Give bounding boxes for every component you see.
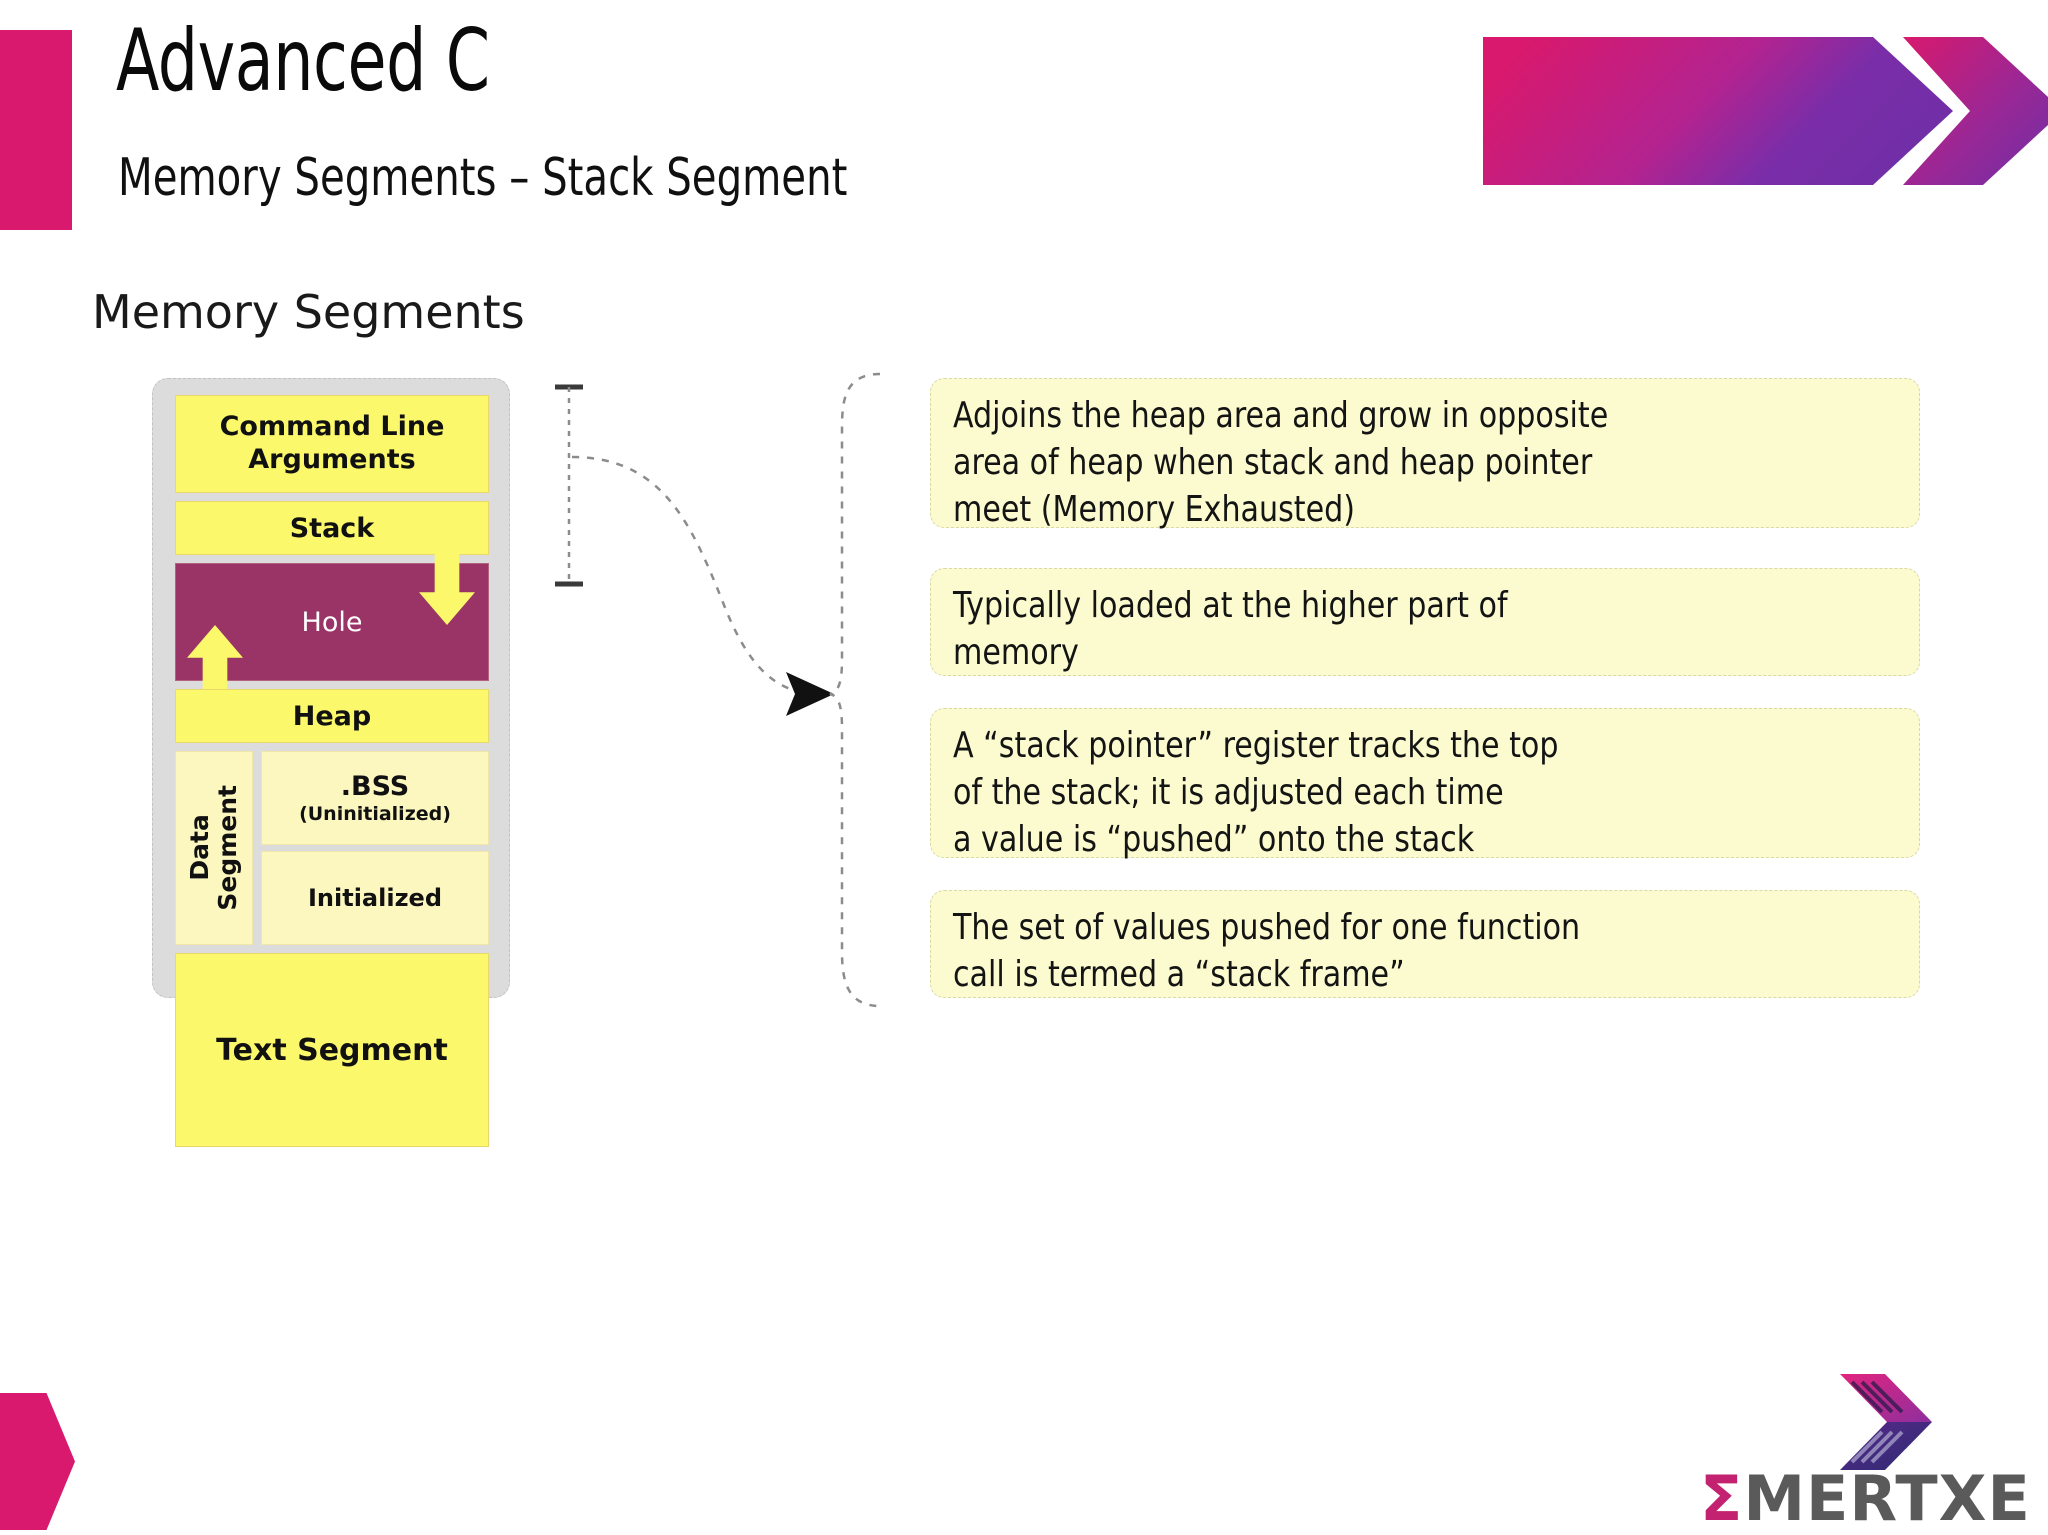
memory-diagram-container: Command Line Arguments Stack Hole Heap D… bbox=[152, 378, 510, 1147]
segment-command-line-arguments: Command Line Arguments bbox=[175, 395, 489, 493]
segment-heap: Heap bbox=[175, 689, 489, 743]
callout-text-3: A “stack pointer” register tracks the to… bbox=[953, 725, 1559, 860]
callout-box-3: A “stack pointer” register tracks the to… bbox=[930, 708, 1920, 860]
segment-stack: Stack bbox=[175, 501, 489, 555]
emertxe-sigma-mark: Σ bbox=[1700, 1462, 1744, 1535]
header-banner-arrow bbox=[1483, 37, 2048, 185]
callouts-brace bbox=[829, 372, 881, 1008]
callout-arrowhead bbox=[786, 672, 834, 716]
segment-bss-sublabel: (Uninitialized) bbox=[299, 802, 451, 825]
segment-bss-label: .BSS bbox=[340, 770, 410, 802]
callout-box-2: Typically loaded at the higher part of m… bbox=[930, 568, 1920, 676]
segment-text-segment-label: Text Segment bbox=[216, 1032, 448, 1068]
emertxe-name: MERTXE bbox=[1743, 1462, 2031, 1535]
segment-heap-label: Heap bbox=[292, 700, 372, 732]
page-title: Advanced C bbox=[116, 11, 490, 111]
segment-initialized: Initialized bbox=[261, 851, 489, 945]
callout-text-2: Typically loaded at the higher part of m… bbox=[953, 585, 1508, 673]
section-heading: Memory Segments bbox=[92, 285, 525, 339]
segment-command-line-arguments-label: Command Line Arguments bbox=[219, 411, 445, 475]
emertxe-chevron-logo-icon bbox=[1840, 1374, 1932, 1470]
segment-stack-label: Stack bbox=[289, 512, 375, 544]
segment-initialized-label: Initialized bbox=[307, 884, 442, 912]
callout-curve bbox=[571, 455, 813, 696]
callout-box-4: The set of values pushed for one functio… bbox=[930, 890, 1920, 998]
callout-text-1: Adjoins the heap area and grow in opposi… bbox=[953, 395, 1609, 530]
segment-hole-label: Hole bbox=[301, 606, 363, 638]
stack-region-bracket bbox=[555, 384, 583, 587]
segment-bss: .BSS (Uninitialized) bbox=[261, 751, 489, 845]
segment-text-segment: Text Segment bbox=[175, 953, 489, 1147]
callout-box-1: Adjoins the heap area and grow in opposi… bbox=[930, 378, 1920, 530]
callout-text-4: The set of values pushed for one functio… bbox=[953, 907, 1581, 995]
header-pink-block bbox=[0, 30, 72, 230]
segment-data-segment-label: Data Segment bbox=[185, 785, 242, 911]
emertxe-wordmark: ΣMERTXE bbox=[1700, 1462, 2031, 1535]
footer-pink-arrow bbox=[0, 1393, 75, 1530]
segment-data-segment: Data Segment bbox=[175, 751, 253, 945]
page-subtitle: Memory Segments – Stack Segment bbox=[118, 148, 848, 208]
